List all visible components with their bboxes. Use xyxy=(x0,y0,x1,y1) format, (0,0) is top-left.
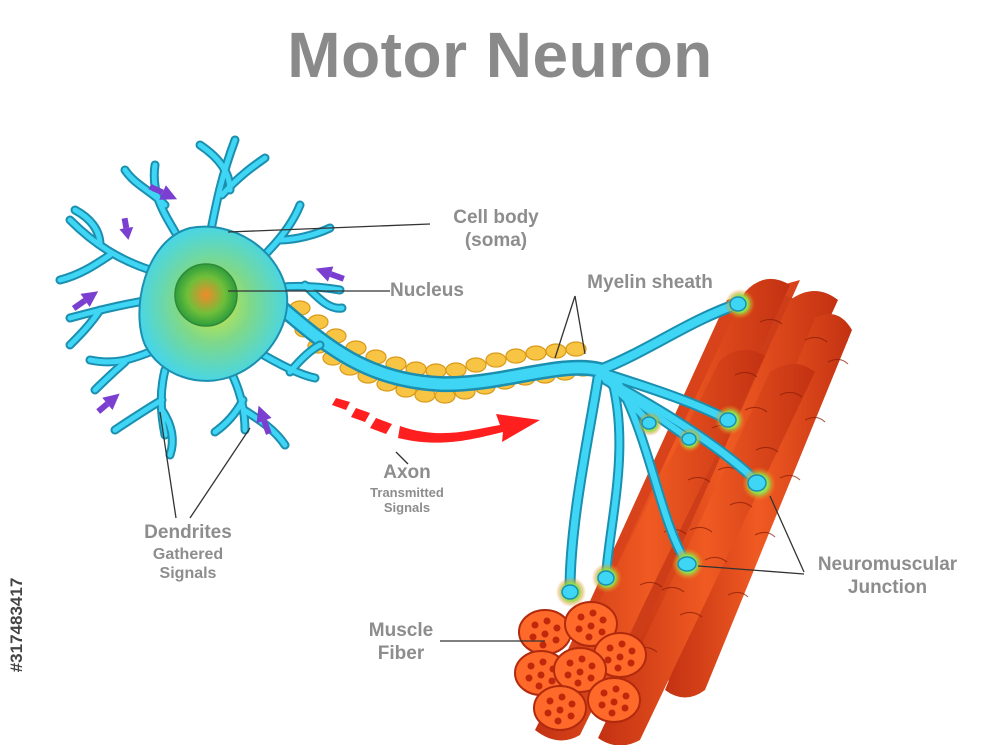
label-nmj-line2: Junction xyxy=(847,576,928,598)
label-myelin-sheath: Myelin sheath xyxy=(560,272,740,295)
neuromuscular-junctions xyxy=(556,289,776,607)
label-cell-body-line2: (soma) xyxy=(464,229,528,251)
leader-lines xyxy=(159,223,805,642)
label-myelin-sheath-text: Myelin sheath xyxy=(587,272,713,293)
label-axon-sub1: Transmitted xyxy=(370,484,444,500)
label-muscle-fiber: Muscle Fiber xyxy=(356,620,446,666)
axon-signal-arrow xyxy=(332,398,540,443)
label-nucleus: Nucleus xyxy=(390,280,490,303)
stock-id-value: #317483417 xyxy=(7,577,26,673)
label-dendrites-sub1: Gathered xyxy=(152,545,224,563)
nucleus xyxy=(174,263,238,327)
label-axon: Axon Transmitted Signals xyxy=(352,462,462,516)
label-nmj-line1: Neuromuscular xyxy=(817,554,958,575)
label-cell-body-line1: Cell body xyxy=(453,207,539,228)
label-axon-main: Axon xyxy=(383,462,431,483)
fiber-cross-sections xyxy=(514,601,647,731)
dendrite-signal-arrows xyxy=(71,183,345,435)
label-muscle-fiber-line2: Fiber xyxy=(377,642,425,664)
label-dendrites: Dendrites Gathered Signals xyxy=(128,522,248,583)
diagram-title: Motor Neuron xyxy=(287,19,713,91)
label-muscle-fiber-line1: Muscle xyxy=(368,620,434,641)
dendrites xyxy=(55,135,347,460)
stock-id-text: #317483417 xyxy=(4,515,30,735)
label-dendrites-main: Dendrites xyxy=(144,522,232,543)
label-cell-body: Cell body (soma) xyxy=(436,207,556,253)
muscle-fiber-bundle xyxy=(514,278,852,745)
label-axon-sub2: Signals xyxy=(383,500,431,516)
label-nucleus-text: Nucleus xyxy=(390,280,464,301)
label-dendrites-sub2: Signals xyxy=(159,564,217,582)
label-neuromuscular-junction: Neuromuscular Junction xyxy=(800,554,975,600)
